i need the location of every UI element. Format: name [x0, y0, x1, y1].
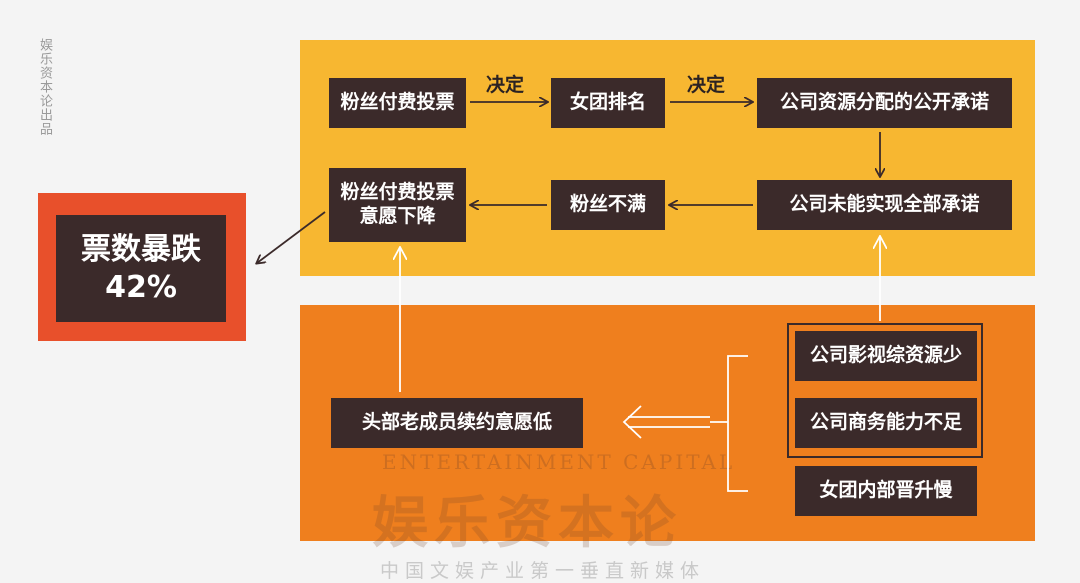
edge-label-decide-2: 决定 — [687, 74, 726, 96]
node-business-ability: 公司商务能力不足 — [795, 398, 977, 448]
result-box: 票数暴跌 42% — [56, 215, 226, 322]
watermark-english: ENTERTAINMENT CAPITAL — [382, 450, 736, 474]
node-slow-promotion: 女团内部晋升慢 — [795, 466, 977, 516]
watermark-slogan: 中国文娱产业第一垂直新媒体 — [380, 560, 706, 582]
result-line-2: 42% — [105, 269, 177, 305]
node-company-promise: 公司资源分配的公开承诺 — [757, 78, 1012, 128]
node-senior-renew: 头部老成员续约意愿低 — [331, 398, 583, 448]
cause-group-frame — [787, 323, 983, 458]
result-line-1: 票数暴跌 — [81, 232, 201, 267]
edge-label-decide-1: 决定 — [486, 74, 525, 96]
watermark-chinese: 娱乐资本论 — [372, 490, 682, 556]
node-vote-decline: 粉丝付费投票 意愿下降 — [329, 168, 466, 242]
node-fan-unhappy: 粉丝不满 — [551, 180, 665, 230]
bracket-causes — [727, 355, 748, 492]
arrow-decline-to-result — [257, 211, 326, 263]
node-film-resource: 公司影视综资源少 — [795, 331, 977, 381]
node-company-failed: 公司未能实现全部承诺 — [757, 180, 1012, 230]
node-fan-vote: 粉丝付费投票 — [329, 78, 466, 128]
node-group-rank: 女团排名 — [551, 78, 665, 128]
double-arrow-head — [622, 405, 642, 439]
side-label: 娱乐资本论出品 — [37, 38, 52, 136]
